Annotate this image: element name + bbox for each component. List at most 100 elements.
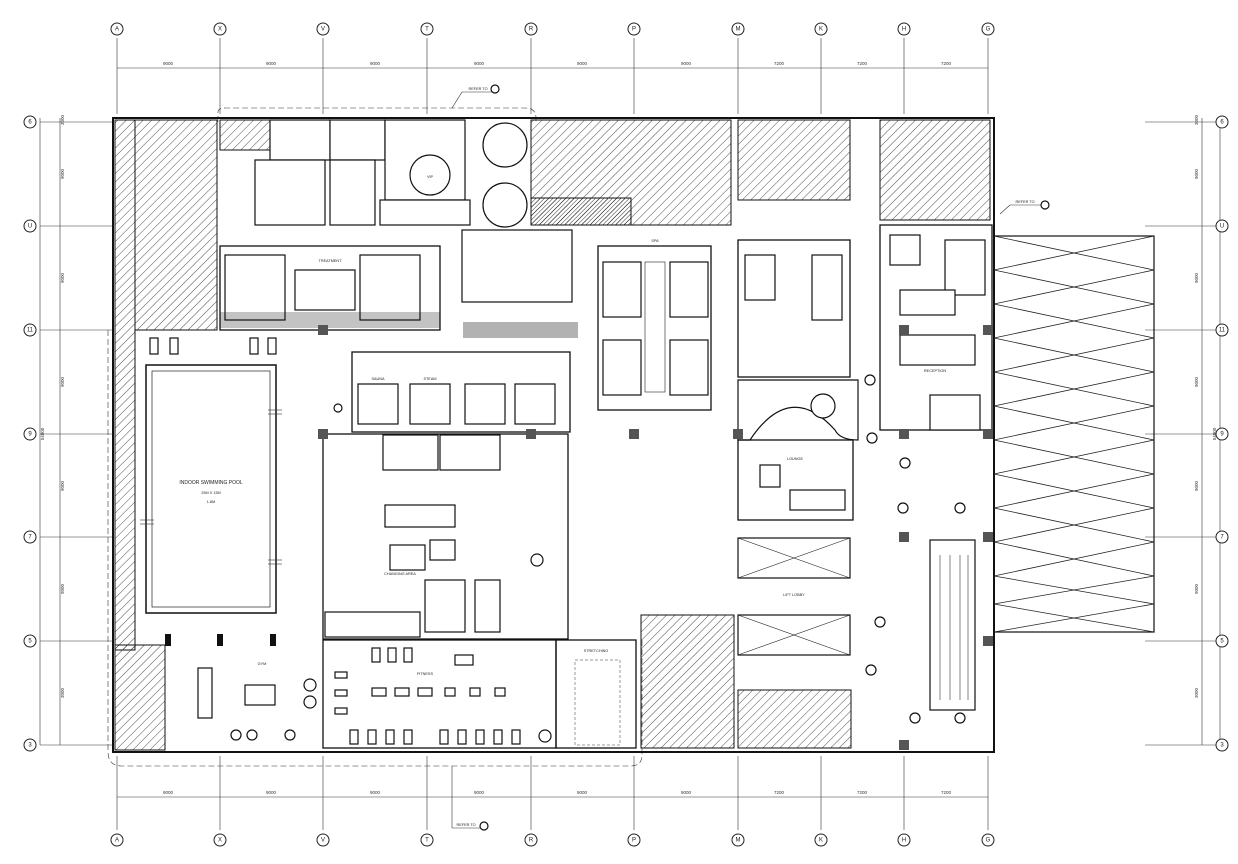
west-core-upper: [134, 119, 218, 331]
reception-label: RECEPTION: [924, 369, 946, 373]
sauna-label: SAUNA: [371, 377, 385, 381]
callout-text: REFER TO: [468, 87, 487, 91]
right-row-bubbles: 6 U 11 9 7 5 3: [1215, 115, 1229, 752]
dimension-text: 9000: [1194, 376, 1199, 387]
east-offices: RECEPTION: [879, 224, 993, 431]
north-core-dense: [530, 197, 632, 226]
grid-label-top: V: [321, 27, 325, 33]
row-label-right: 3: [1220, 743, 1224, 749]
row-label-left: 3: [28, 743, 32, 749]
grid-label-bottom: X: [218, 838, 222, 844]
steam-label: STEAM: [423, 377, 436, 381]
lounge-label: LOUNGE: [787, 457, 804, 461]
grid-label-bottom: G: [986, 838, 991, 844]
row-label-right: 5: [1220, 639, 1224, 645]
row-label-right: 6: [1220, 120, 1224, 126]
north-core-right: [737, 119, 851, 201]
treatment-rooms-top: TREATMENT: [219, 245, 441, 331]
top-grid-bubbles: A X V T R P M K H G: [110, 22, 995, 36]
spa-label: SPA: [651, 239, 659, 243]
swimming-pool: INDOOR SWIMMING POOL 25M X 13M 1.8M: [140, 364, 282, 614]
dimension-text: 3000: [60, 687, 65, 698]
lift-lobby: LIFT LOBBY: [737, 537, 851, 656]
dimension-text: 9000: [577, 61, 588, 66]
structural-columns: [318, 325, 993, 750]
dimension-text: 7200: [941, 61, 952, 66]
pool-depth: 1.8M: [207, 500, 215, 504]
dimension-text: 7200: [857, 61, 868, 66]
dimension-text: 3000: [1194, 687, 1199, 698]
pool-loungers: [149, 337, 277, 646]
callout-bottom: REFER TO: [451, 766, 489, 831]
dimension-text: 9000: [1194, 168, 1199, 179]
dimension-text: 9000: [474, 790, 485, 795]
grid-label-top: G: [986, 27, 991, 33]
dimension-text: 9000: [60, 272, 65, 283]
grid-label-bottom: T: [425, 838, 429, 844]
pool-label: INDOOR SWIMMING POOL: [179, 480, 243, 486]
gym-label: GYM: [258, 662, 267, 666]
dimension-text: 3000: [60, 114, 65, 125]
dimension-text: 9000: [1194, 583, 1199, 594]
vip-label: VIP: [427, 175, 434, 179]
callout-text: REFER TO: [1015, 200, 1034, 204]
right-dimensions: 9000 9000 9000 9000 9000 3000 54000 3000: [1194, 114, 1217, 698]
row-label-right: U: [1220, 224, 1224, 230]
stretching-room: STRETCHING: [555, 639, 637, 749]
grid-label-bottom: R: [529, 838, 534, 844]
callout-top: REFER TO: [451, 84, 500, 109]
grid-label-bottom: P: [632, 838, 636, 844]
fitness-label: FITNESS: [417, 672, 434, 676]
dimension-text: 9000: [60, 480, 65, 491]
dimension-text: 7200: [774, 790, 785, 795]
row-label-left: 7: [28, 535, 32, 541]
dimension-text: 9000: [60, 168, 65, 179]
row-label-right: 11: [1219, 328, 1226, 334]
callout-right: REFER TO: [999, 200, 1050, 215]
grid-label-top: X: [218, 27, 222, 33]
dimension-text: 3000: [1194, 114, 1199, 125]
dimension-text: 9000: [266, 790, 277, 795]
pool-size: 25M X 13M: [201, 491, 220, 495]
dimension-text: 9000: [370, 790, 381, 795]
left-dimensions: 9000 9000 9000 9000 9000 3000 54000 3000: [40, 114, 65, 698]
row-label-left: 9: [28, 432, 32, 438]
dimension-text: 9000: [370, 61, 381, 66]
grid-label-bottom: A: [115, 838, 119, 844]
west-wall-zone: [114, 119, 136, 651]
section-markers: [333, 374, 966, 724]
dimension-text: 9000: [163, 61, 174, 66]
south-core: [640, 614, 735, 749]
top-left-core: [219, 119, 271, 151]
dimension-text: 9000: [60, 583, 65, 594]
stretching-label: STRETCHING: [584, 649, 609, 653]
exterior-canopy: [993, 235, 1155, 633]
left-row-bubbles: 6 U 11 9 7 5 3: [23, 115, 37, 752]
dimension-text: 7200: [941, 790, 952, 795]
grid-label-top: A: [115, 27, 119, 33]
treatment-suites-center: SPA: [597, 239, 712, 411]
reception-lounge: LOUNGE: [737, 239, 859, 521]
callout-text: REFER TO: [456, 823, 475, 827]
row-label-left: 5: [28, 639, 32, 645]
gym-area: GYM: [197, 662, 317, 741]
dimension-text: 9000: [1194, 480, 1199, 491]
lift-lobby-label: LIFT LOBBY: [783, 593, 805, 597]
dimension-text: 9000: [266, 61, 277, 66]
grid-label-top: R: [529, 27, 534, 33]
zone-boundary-top: [217, 107, 537, 122]
south-west-core: [114, 644, 166, 751]
dimension-text: 7200: [857, 790, 868, 795]
grid-label-bottom: K: [819, 838, 823, 844]
bottom-grid-bubbles: A X V T R P M K H G: [110, 833, 995, 847]
fitness-room: FITNESS: [322, 639, 557, 749]
grid-label-bottom: H: [902, 838, 906, 844]
spa-suites-top: VIP: [254, 119, 578, 338]
changing-label: CHANGING AREA: [384, 572, 416, 576]
grid-label-top: M: [736, 27, 741, 33]
zone-boundary: [107, 330, 643, 767]
dimension-text: 9000: [577, 790, 588, 795]
overall-dimension: 54000: [40, 427, 45, 440]
treatment-label: TREATMENT: [319, 259, 343, 263]
